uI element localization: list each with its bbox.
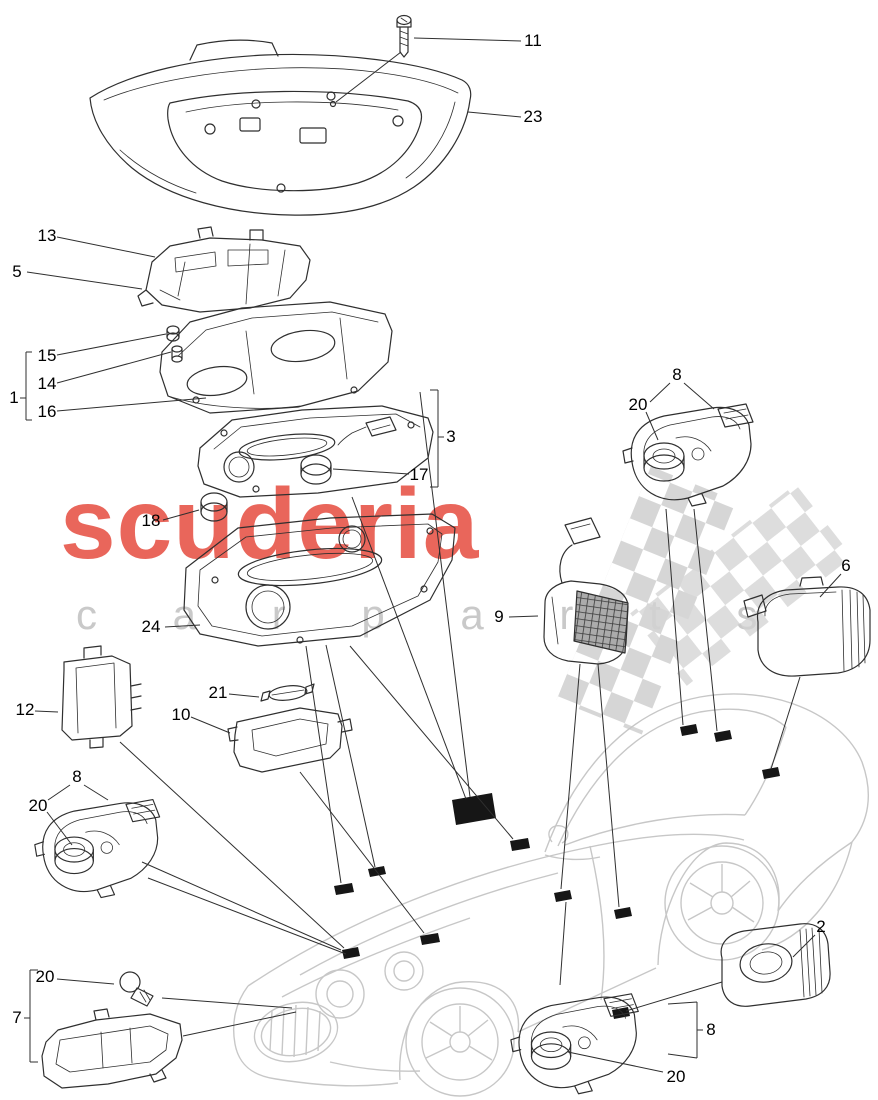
callout-23-console-housing: 23 [523, 107, 543, 126]
part-3-lamp-carrier [197, 405, 434, 498]
callout-11-screw: 11 [524, 31, 542, 50]
callout-7-lamp-housing-bottom-left: 7 [12, 1008, 22, 1027]
part-20-wedge-bulb [119, 971, 154, 1007]
part-11-screw [396, 14, 412, 58]
callout-20-wedge-bulb-bottom-left: 20 [35, 967, 55, 986]
part-16-console-frame [159, 301, 393, 414]
callout-17-lens-right: 17 [409, 465, 429, 484]
callout-5-bracket-assembly: 5 [12, 262, 22, 281]
callout-14-pin: 14 [37, 374, 57, 393]
callout-10-interior-lamp: 10 [171, 705, 191, 724]
part-18-lens [200, 492, 228, 522]
callout-20-bulb-left: 20 [28, 796, 48, 815]
part-24-trim-plate [183, 513, 456, 647]
callout-9-grid-lamp: 9 [494, 607, 504, 626]
part-15-nut [166, 325, 180, 342]
callout-6-lamp-right: 6 [841, 556, 851, 575]
callout-8-reading-lamp-left: 8 [72, 767, 82, 786]
part-8-reading-lamp-left [34, 799, 161, 899]
location-markers [334, 724, 780, 1019]
callout-12-switch: 12 [15, 700, 35, 719]
car-outline [232, 693, 869, 1097]
part-12-switch [61, 645, 142, 749]
callout-3-lamp-carrier: 3 [446, 427, 456, 446]
part-9-grid-lamp [543, 517, 629, 665]
callout-21-festoon-bulb: 21 [208, 683, 228, 702]
part-2-lamp [720, 923, 831, 1007]
part-10-interior-lamp [227, 707, 353, 773]
callout-8-reading-lamp-bottom: 8 [706, 1020, 716, 1039]
part-21-festoon-bulb [260, 683, 315, 702]
part-7-lamp-housing [41, 1008, 183, 1089]
callout-24-trim-plate: 24 [141, 617, 161, 636]
callout-2-lamp-bottom-right: 2 [816, 917, 826, 936]
callout-20-bulb-bottom: 20 [666, 1067, 686, 1086]
part-17-lens [300, 454, 332, 485]
part-14-pin [171, 345, 183, 363]
callout-20-bulb-top-right: 20 [628, 395, 648, 414]
part-23-console-housing [89, 39, 472, 216]
callout-13-bracket: 13 [37, 226, 57, 245]
callout-8-reading-lamp-top-right: 8 [672, 365, 682, 384]
callout-1-console-frame: 1 [9, 388, 19, 407]
callout-18-lens-left: 18 [141, 511, 161, 530]
callout-15-nut: 15 [37, 346, 57, 365]
part-6-lamp [743, 576, 871, 677]
part-13-bracket [137, 226, 311, 313]
checkered-flag-watermark [556, 466, 853, 735]
callout-16-frame: 16 [37, 402, 57, 421]
